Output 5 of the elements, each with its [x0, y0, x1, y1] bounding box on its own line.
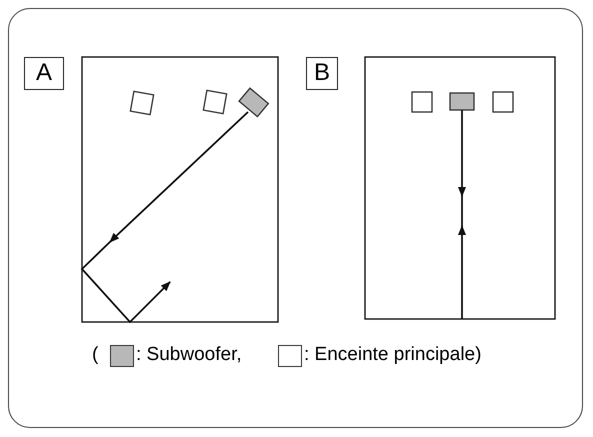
legend-text: : Enceinte principale) [304, 343, 482, 367]
panel-letter: A [24, 57, 64, 90]
legend-text: : Subwoofer, [136, 343, 242, 367]
panel-letter: B [306, 57, 338, 90]
parenthesis: ( [92, 343, 98, 367]
